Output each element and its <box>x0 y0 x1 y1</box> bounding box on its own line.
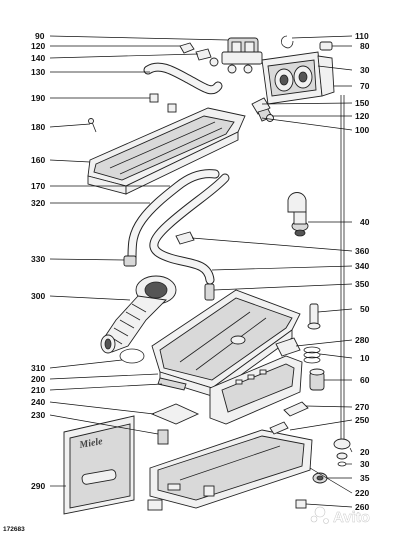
watermark-text: Avito <box>333 509 370 526</box>
callout-label: 80 <box>360 41 370 51</box>
callout-label: 250 <box>355 415 369 425</box>
callout-label: 110 <box>355 31 369 41</box>
callout-label: 100 <box>355 125 369 135</box>
callout-label: 290 <box>31 481 45 491</box>
callout-label: 360 <box>355 246 369 256</box>
bottom-housing <box>149 421 313 509</box>
callout-label: 350 <box>355 279 369 289</box>
front-tray <box>209 337 303 425</box>
callout-label: 90 <box>35 31 45 41</box>
left-callouts: 90 120 140 130 190 180 160 170 320 330 3… <box>31 31 45 491</box>
bellows-hose <box>100 275 177 354</box>
callout-label: 300 <box>31 291 45 301</box>
parts-drawing: Miele <box>63 35 351 515</box>
callout-label: 310 <box>31 363 45 373</box>
callout-label: 160 <box>31 155 45 165</box>
spring <box>303 346 321 364</box>
document-number: 172683 <box>3 526 25 533</box>
callout-label: 30 <box>360 459 370 469</box>
callout-label: 220 <box>355 488 369 498</box>
callout-label: 210 <box>31 385 45 395</box>
callout-label: 340 <box>355 261 369 271</box>
callout-label: 170 <box>31 181 45 191</box>
callout-label: 240 <box>31 397 45 407</box>
dispenser-tray <box>87 93 246 195</box>
callout-label: 60 <box>360 375 370 385</box>
callout-label: 20 <box>360 447 370 457</box>
callout-label: 330 <box>31 254 45 264</box>
callout-label: 200 <box>31 374 45 384</box>
callout-label: 140 <box>31 53 45 63</box>
callout-label: 190 <box>31 93 45 103</box>
callout-label: 35 <box>360 473 370 483</box>
callout-label: 70 <box>360 81 370 91</box>
callout-label: 30 <box>360 65 370 75</box>
avito-watermark: Avito <box>310 506 370 526</box>
callout-label: 120 <box>31 41 45 51</box>
callout-label: 230 <box>31 410 45 420</box>
solenoid-valve <box>221 37 263 74</box>
leader-lines <box>49 35 353 508</box>
callout-label: 180 <box>31 122 45 132</box>
callout-label: 320 <box>31 198 45 208</box>
brand-mark: Miele <box>78 436 104 451</box>
callout-label: 50 <box>360 304 370 314</box>
dispenser-housing <box>261 51 335 105</box>
right-callouts: 110 80 30 70 150 120 100 40 360 340 350 … <box>355 31 370 512</box>
callout-label: 270 <box>355 402 369 412</box>
callout-label: 130 <box>31 67 45 77</box>
callout-label: 280 <box>355 335 369 345</box>
callout-label: 40 <box>360 217 370 227</box>
callout-label: 120 <box>355 111 369 121</box>
callout-label: 260 <box>355 502 369 512</box>
callout-label: 150 <box>355 98 369 108</box>
float-assembly <box>287 192 309 237</box>
callout-label: 10 <box>360 353 370 363</box>
front-panel: Miele <box>63 415 135 515</box>
